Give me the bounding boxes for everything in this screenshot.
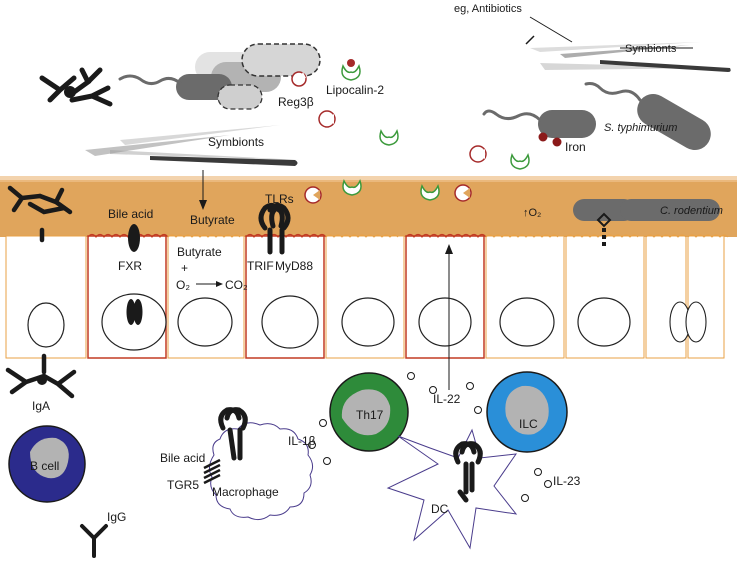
butyrate-arrow xyxy=(199,170,207,210)
label-tlrs: TLRs xyxy=(265,192,294,206)
mucus-lipocalin-1 xyxy=(342,179,362,196)
epithelium xyxy=(5,233,729,359)
reg3b-symbol-3 xyxy=(469,145,487,163)
label-lipocalin2: Lipocalin-2 xyxy=(326,83,384,97)
antibiotic-inhibition xyxy=(525,16,731,72)
label-bile-acid-low: Bile acid xyxy=(160,451,205,465)
bacteria-cluster xyxy=(118,43,321,110)
mucus-reg3b-1 xyxy=(304,186,322,204)
label-dc: DC xyxy=(431,502,449,516)
label-igg: IgG xyxy=(107,510,126,524)
label-ilc: ILC xyxy=(519,417,538,431)
label-iron: Iron xyxy=(565,140,586,154)
label-macrophage: Macrophage xyxy=(212,485,279,499)
label-myd88: MyD88 xyxy=(275,259,313,273)
reg3b-symbol-2 xyxy=(318,110,336,128)
o2-to-co2-arrow xyxy=(196,281,223,287)
label-fxr: FXR xyxy=(118,259,142,273)
macrophage-receptor xyxy=(218,407,248,461)
th17-cell xyxy=(329,372,409,452)
label-reg3b: Reg3β xyxy=(278,95,314,109)
label-il22: IL-22 xyxy=(433,392,461,406)
label-trif: TRIF xyxy=(247,259,274,273)
iga-complex-top xyxy=(39,67,113,107)
igg-antibody xyxy=(80,524,108,558)
lipocalin-symbol xyxy=(341,59,361,81)
c-rodentium-bacteria xyxy=(573,199,720,246)
label-butyrate-top: Butyrate xyxy=(190,213,235,227)
label-il23: IL-23 xyxy=(553,474,581,488)
dc-receptor xyxy=(453,441,483,503)
reg3b-symbol xyxy=(291,71,307,87)
label-o2: O₂ xyxy=(176,278,190,292)
s-typhimurium-bacteria xyxy=(482,82,711,150)
lipocalin-symbol-3 xyxy=(510,153,530,170)
label-bile-acid-top: Bile acid xyxy=(108,207,153,221)
b-cell xyxy=(8,425,86,503)
iga-mucus xyxy=(7,185,73,243)
label-symbionts-crossed: Symbionts xyxy=(625,43,677,55)
mucus-lipocalin-2 xyxy=(420,184,440,201)
label-butyrate-cell: Butyrate xyxy=(177,245,222,259)
fxr-receptor xyxy=(126,224,143,325)
label-plus: + xyxy=(181,261,188,275)
tlr-receptor xyxy=(258,202,291,255)
lipocalin-symbol-2 xyxy=(379,129,399,146)
il22-arrow xyxy=(445,244,453,390)
dendritic-cell xyxy=(386,428,518,550)
label-th17: Th17 xyxy=(356,408,384,422)
tgr5-receptor xyxy=(203,458,221,485)
label-co2: CO₂ xyxy=(225,278,248,292)
symbionts-streaks xyxy=(85,125,300,166)
macrophage xyxy=(208,422,314,521)
label-il1b: IL-1β xyxy=(288,434,316,448)
label-o2-up: ↑O₂ xyxy=(523,207,541,219)
ilc-cell xyxy=(486,371,568,453)
label-symbionts: Symbionts xyxy=(208,135,264,149)
iga-lamina xyxy=(5,353,77,399)
label-b-cell: B cell xyxy=(30,459,59,473)
label-iga: IgA xyxy=(32,399,50,413)
mucus-reg3b-2 xyxy=(454,184,472,202)
cytokine-dots xyxy=(308,372,552,502)
label-s-typhimurium: S. typhimurium xyxy=(604,122,677,134)
label-c-rodentium: C. rodentium xyxy=(660,205,723,217)
label-tgr5: TGR5 xyxy=(167,478,199,492)
label-eg-antibiotics: eg, Antibiotics xyxy=(454,3,522,15)
